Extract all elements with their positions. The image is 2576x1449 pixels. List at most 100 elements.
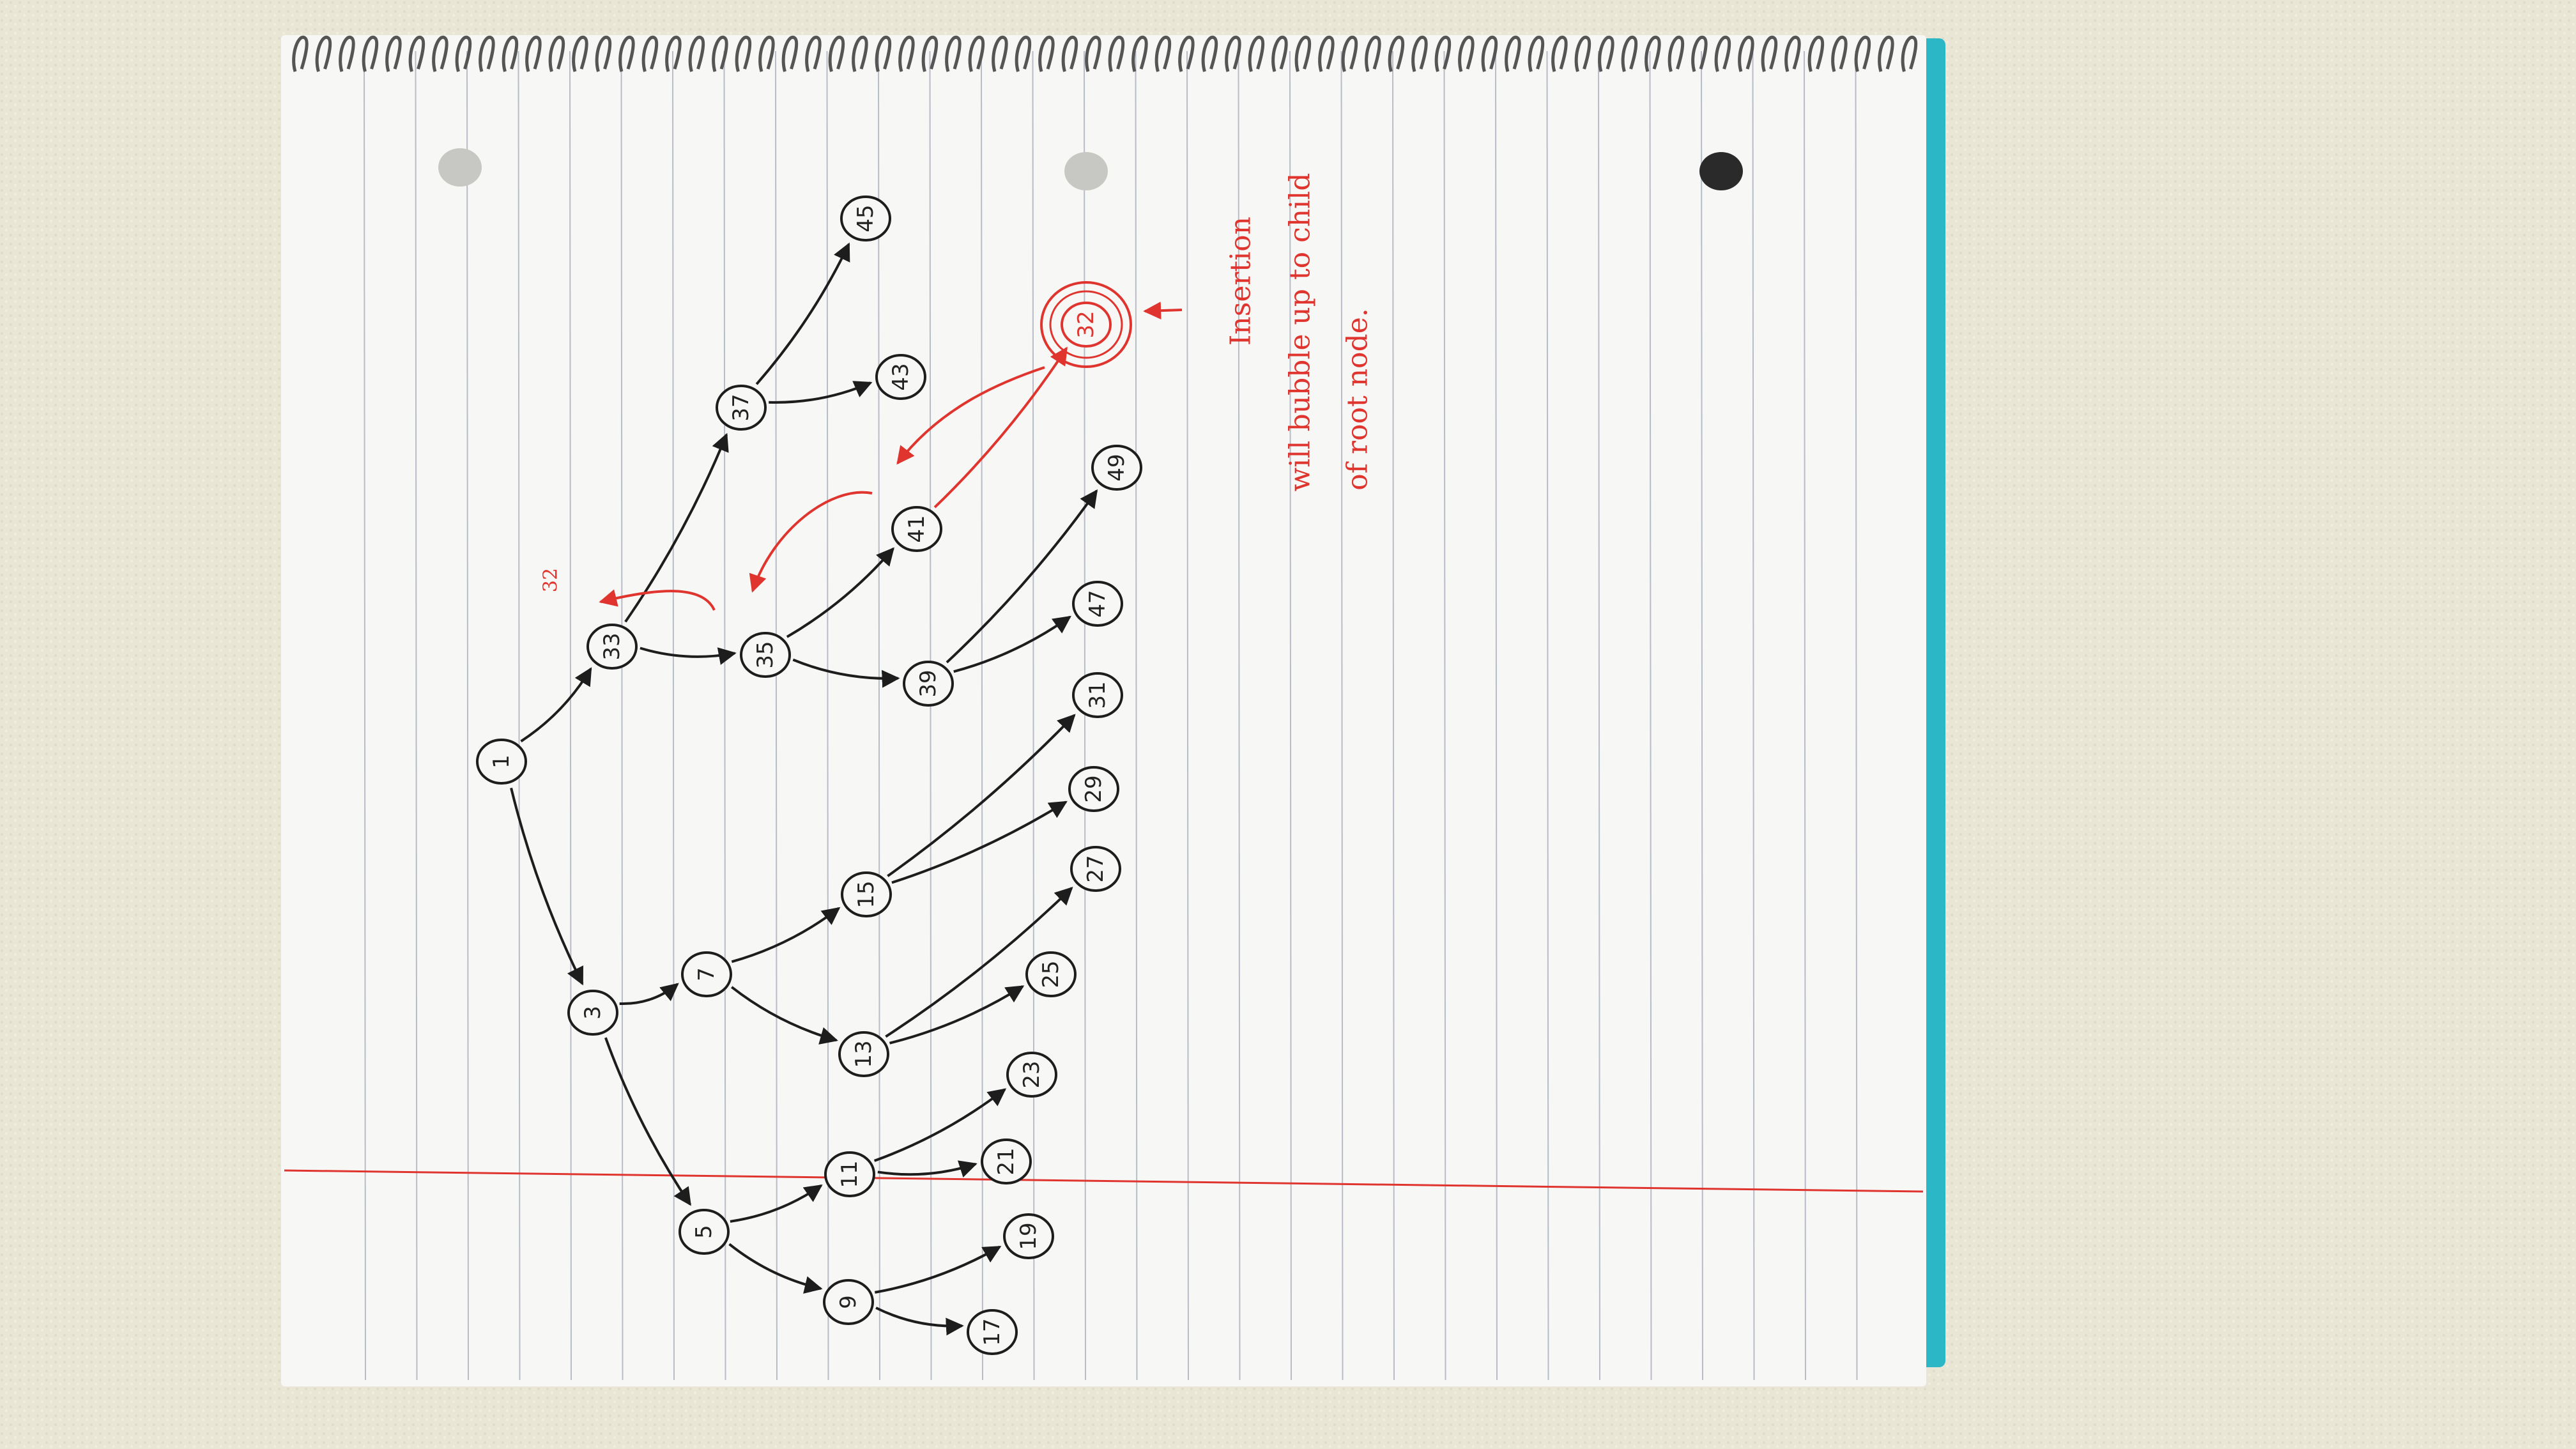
node-label: 5: [691, 1225, 717, 1239]
node-31: 31: [1072, 672, 1123, 718]
spiral-coil: [1038, 35, 1055, 72]
spiral-coil: [1085, 35, 1101, 72]
edge-n37-n45: [755, 242, 850, 385]
node-9: 9: [823, 1279, 874, 1325]
node-13: 13: [838, 1031, 889, 1077]
node-label: 39: [916, 670, 941, 697]
node-27: 27: [1070, 846, 1121, 892]
edge-n9-n17: [875, 1307, 964, 1336]
spiral-coil: [1061, 35, 1078, 72]
ruled-line: [929, 50, 932, 1381]
spiral-coil: [1551, 35, 1568, 72]
node-circle: [891, 506, 942, 552]
spiral-coil: [1714, 35, 1731, 72]
margin-line: [284, 1169, 1924, 1193]
spiral-coil: [479, 35, 495, 72]
spiral-coil: [618, 35, 635, 72]
node-label: 41: [904, 515, 930, 542]
node-47: 47: [1072, 581, 1123, 627]
spiral-coil: [1248, 35, 1265, 72]
spiral-coil: [828, 35, 845, 72]
node-circle: [875, 354, 926, 400]
swap-arrow-35-to-33: [599, 589, 716, 611]
spiral-coil: [1901, 35, 1918, 72]
node-label: 11: [837, 1160, 862, 1188]
node-circle: [981, 1138, 1032, 1184]
spiral-coil: [1108, 35, 1125, 72]
node-label: 43: [888, 363, 914, 390]
spiral-coil: [735, 35, 752, 72]
spiral-coil: [1365, 35, 1381, 72]
node-circle: [476, 739, 527, 785]
node-circle: [1061, 302, 1112, 348]
node-11: 11: [824, 1151, 875, 1197]
spiral-coil: [1505, 35, 1521, 72]
spiral-coil: [992, 35, 1008, 72]
node-circle: [1070, 846, 1121, 892]
ruled-line: [415, 50, 418, 1381]
ruled-line: [1238, 50, 1241, 1381]
ruled-line: [1855, 50, 1858, 1381]
ruled-lines: [364, 50, 1858, 1381]
node-3: 3: [567, 990, 618, 1036]
node-label: 31: [1085, 681, 1110, 709]
node-circle: [838, 1031, 889, 1077]
spiral-coil: [1854, 35, 1871, 72]
ruled-line: [1340, 50, 1344, 1381]
spiral-coil: [595, 35, 612, 72]
spiral-coil: [525, 35, 542, 72]
node-highlight-ring-inner: [1049, 290, 1123, 359]
spiral-coil: [758, 35, 775, 72]
node-label: 27: [1083, 855, 1108, 882]
spiral-coil: [1015, 35, 1032, 72]
spiral-coil: [1738, 35, 1754, 72]
ruled-line: [569, 50, 572, 1381]
spiral-coil: [1878, 35, 1894, 72]
tree-edges: [510, 242, 1098, 1336]
spiral-coil: [1434, 35, 1452, 72]
edge-n33-n35: [640, 647, 737, 665]
edge-n3-n7: [619, 983, 679, 1005]
node-label: 19: [1016, 1222, 1041, 1250]
ruled-line: [1649, 50, 1652, 1381]
ruled-line: [723, 50, 726, 1381]
spiral-coil: [1761, 35, 1778, 72]
node-49: 49: [1091, 445, 1142, 491]
node-5: 5: [678, 1209, 730, 1255]
spiral-coil: [572, 35, 588, 72]
node-label: 3: [580, 1006, 606, 1020]
spiral-coil: [292, 35, 309, 72]
ruled-line: [1186, 50, 1189, 1381]
spiral-coil: [712, 35, 728, 72]
spiral-coil: [852, 35, 868, 72]
node-highlight-ring: [1040, 281, 1132, 368]
edge-n9-n19: [874, 1245, 1002, 1294]
edge-n35-n39: [792, 658, 900, 688]
node-circle: [1072, 581, 1123, 627]
node-label: 33: [599, 632, 625, 660]
node-7: 7: [681, 951, 732, 997]
spiral-coil: [1831, 35, 1848, 72]
node-label: 47: [1085, 590, 1110, 617]
node-label: 9: [836, 1295, 861, 1309]
node-33: 33: [586, 624, 638, 670]
node-circle: [1072, 672, 1123, 718]
ruled-line: [364, 50, 366, 1381]
node-circle: [586, 624, 638, 670]
spiral-coil: [1131, 35, 1148, 72]
node-label: 7: [694, 967, 719, 981]
spiral-coil: [1178, 35, 1195, 72]
node-circle: [903, 661, 954, 707]
spiral-binding: [292, 35, 1918, 72]
punch-hole-bottom: [1699, 152, 1743, 190]
spiral-coil: [455, 35, 472, 72]
node-37: 37: [716, 385, 767, 431]
spiral-coil: [945, 35, 962, 72]
spiral-coil: [502, 35, 519, 72]
ruled-line: [620, 50, 624, 1381]
spiral-coil: [1784, 35, 1801, 72]
spiral-coil: [1154, 35, 1172, 72]
ruled-line: [1495, 50, 1498, 1381]
ruled-line: [1392, 50, 1395, 1381]
